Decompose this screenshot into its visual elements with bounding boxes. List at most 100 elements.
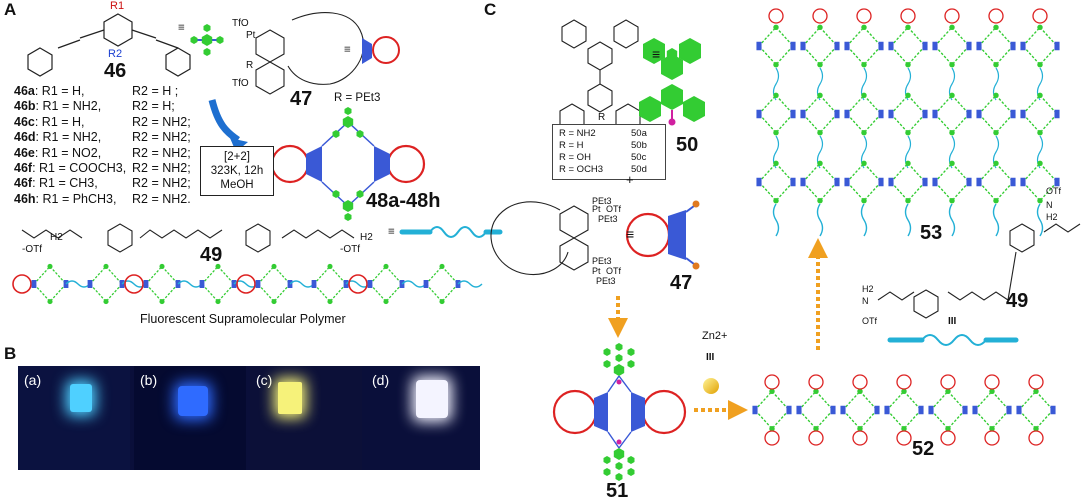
unit-frame	[974, 390, 1010, 430]
photo-a-label: (a)	[24, 372, 42, 388]
unit-frame	[802, 94, 838, 134]
compound-47c-structure	[490, 201, 589, 276]
ring-bottom	[984, 430, 1000, 446]
polymer-unit	[976, 160, 1016, 204]
unit-blue-left	[928, 405, 934, 415]
unit-frame	[846, 26, 882, 66]
unit-hex-top	[945, 388, 951, 395]
unit-frame	[802, 162, 838, 202]
unit-hex-bottom	[949, 197, 955, 204]
polymer-unit	[1016, 388, 1056, 432]
unit-blue-left	[884, 405, 890, 415]
ring-bottom	[1028, 430, 1044, 446]
unit-frame	[934, 94, 970, 134]
unit-frame	[846, 94, 882, 134]
unit-hex-top	[1037, 160, 1043, 167]
device-photos: (a) (b) (c) (d)	[18, 366, 480, 470]
unit-hex-top	[1037, 24, 1043, 31]
r-label: R	[246, 60, 254, 71]
polymer-unit	[884, 388, 924, 432]
compound-46-cartoon	[190, 24, 224, 56]
unit-blue-right	[878, 41, 884, 51]
polymer-unit	[756, 24, 796, 68]
unit-blue-right	[834, 41, 840, 51]
h2-c-right: H2	[1046, 212, 1058, 222]
polymer-unit	[1020, 24, 1060, 68]
unit-hex-bottom	[989, 425, 995, 432]
ring-top	[768, 8, 784, 24]
compound-51-cartoon	[552, 343, 687, 481]
unit-hex-bottom	[993, 129, 999, 136]
unit-blue-right	[830, 405, 836, 415]
unit-hex-bottom	[857, 425, 863, 432]
polymer-unit	[844, 24, 884, 68]
equiv-46: ≡	[178, 22, 185, 34]
ring	[236, 274, 256, 294]
unit-frame	[934, 162, 970, 202]
polymer-unit	[976, 92, 1016, 136]
unit-blue-left	[367, 280, 373, 288]
tfo-top: TfO	[232, 18, 249, 29]
unit-blue-left	[976, 177, 982, 187]
ring-top	[896, 374, 912, 390]
unit-blue-right	[878, 109, 884, 119]
polymer-unit	[311, 263, 349, 305]
unit-blue-left	[976, 109, 982, 119]
unit-hex-top	[215, 263, 221, 269]
polymer-unit	[800, 24, 840, 68]
ring-top	[984, 374, 1000, 390]
polymer-unit	[800, 92, 840, 136]
unit-hex-top	[327, 263, 333, 269]
unit-frame	[890, 26, 926, 66]
polymer-unit	[932, 160, 972, 204]
unit-blue-right	[962, 405, 968, 415]
unit-blue-left	[840, 405, 846, 415]
substituent-list: 46a: R1 = H,R2 = H ; 46b: R1 = NH2,R2 = …	[14, 84, 204, 207]
unit-frame	[369, 265, 403, 303]
unit-frame	[313, 265, 347, 303]
unit-blue-left	[932, 41, 938, 51]
polymer-unit	[87, 263, 125, 305]
zinc-label: Zn2+	[702, 330, 728, 342]
otf-upper: OTf	[606, 204, 621, 214]
polymer-unit	[1020, 160, 1060, 204]
unit-blue-right	[878, 177, 884, 187]
equiv-47: ≡	[344, 44, 351, 56]
axle-segment	[177, 280, 203, 288]
pet3-4: PEt3	[596, 276, 616, 286]
n-c-right: N	[1046, 200, 1053, 210]
polymer-unit	[932, 92, 972, 136]
unit-frame	[978, 94, 1014, 134]
condition-line: [2+2]	[224, 151, 250, 163]
unit-hex-top	[993, 24, 999, 31]
list-item: 46d: R1 = NH2,R2 = NH2;	[14, 130, 191, 145]
otf-lower: OTf	[606, 266, 621, 276]
unit-blue-left	[31, 280, 37, 288]
unit-hex-bottom	[993, 197, 999, 204]
r2-label: R2	[108, 48, 123, 60]
unit-blue-left	[844, 109, 850, 119]
unit-hex-bottom	[271, 299, 277, 305]
polymer-unit	[143, 263, 181, 305]
unit-blue-left	[800, 109, 806, 119]
unit-hex-top	[905, 24, 911, 31]
unit-blue-left	[1020, 177, 1026, 187]
ring-bottom	[764, 430, 780, 446]
compound-51-label: 51	[606, 480, 629, 502]
compound-49-label: 49	[200, 244, 223, 266]
unit-blue-right	[1010, 177, 1016, 187]
unit-blue-left	[800, 177, 806, 187]
r-position: R	[598, 112, 606, 123]
photo-d: (d)	[366, 366, 480, 470]
iii-label-2: III	[948, 316, 957, 327]
unit-hex-bottom	[949, 129, 955, 136]
compound-53-label: 53	[920, 222, 943, 244]
zinc-ion-ball	[703, 378, 719, 394]
unit-frame	[1022, 26, 1058, 66]
list-item: 46c: R1 = H,R2 = NH2;	[14, 114, 191, 129]
unit-frame	[754, 390, 790, 430]
unit-hex-bottom	[1037, 61, 1043, 68]
polymer-unit	[756, 92, 796, 136]
unit-hex-top	[861, 160, 867, 167]
pt-upper: Pt	[592, 204, 601, 214]
